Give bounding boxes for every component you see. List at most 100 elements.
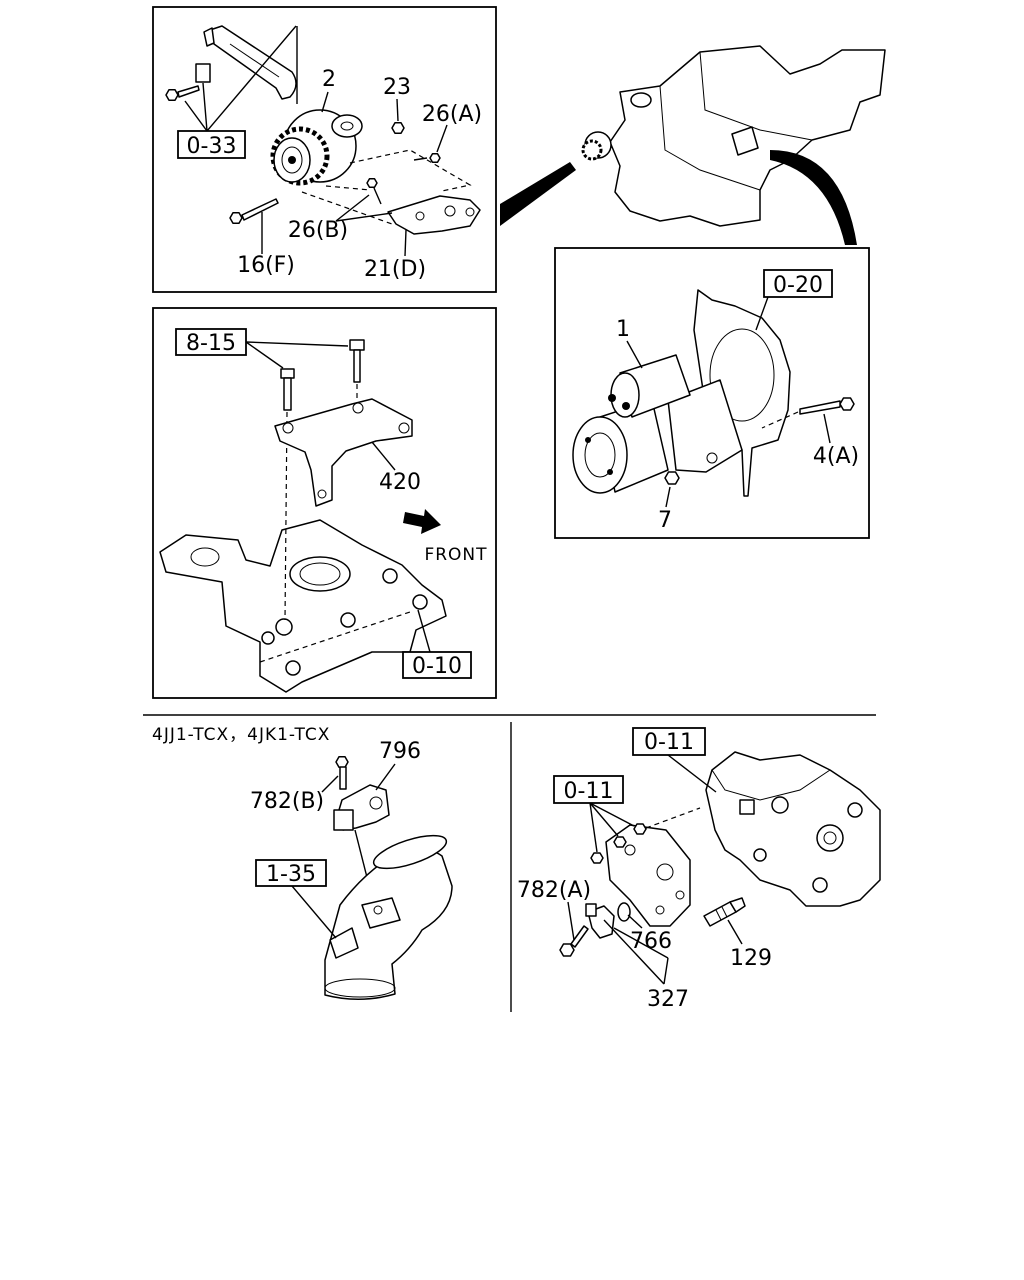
callout-arrow-starter [770,150,857,245]
bolt-782a [559,925,589,957]
engine-oil-cap [630,92,652,108]
ref-0-20: 0-20 [773,273,823,298]
manifold-flange-port [190,547,220,567]
bolt-16f-shaft [241,198,279,221]
ref-0-20-box [763,269,833,298]
leader-26b-a [335,194,370,222]
leader-8-15-b [245,341,349,347]
leader-21d [404,229,407,257]
intake-pipe-body [324,848,453,1000]
intake-pipe-lower-band [324,978,396,998]
strap-clamp [195,63,211,83]
bracket-21d-hole-a [444,205,456,217]
leader-2 [321,91,329,113]
ref-8-15-box [175,328,247,356]
cylinder-head-bore-a [816,824,844,852]
leader-0-11-upper [667,754,717,793]
leader-8-15-a [245,341,284,369]
leader-23 [396,98,399,122]
strap-tab [203,27,215,47]
label-part-327: 327 [647,987,689,1012]
vacuum-pump [331,114,363,138]
ref-0-11-upper: 0-11 [644,730,694,755]
bolt-4a-shaft [799,400,841,415]
leader-26b-b [335,212,393,222]
stud-guide [284,411,288,621]
leader-782b [321,775,339,793]
bracket-420-body [274,398,413,507]
manifold-outlet [289,556,351,592]
starter-panel: 0-20 1 4(A) 7 [554,247,870,539]
engine-block-detail-a [699,51,813,141]
bracket-420 [274,398,413,507]
leader-0-20 [755,296,769,331]
intake-pipe-sensor-port [373,905,383,915]
bracket-420-hole-b [352,402,364,414]
alternator-adjust-strap [203,25,297,100]
leader-420 [371,441,396,471]
engine-overview-sketch [500,45,886,245]
front-label: FRONT [424,545,487,565]
leader-327-c [613,927,669,959]
starter-terminal-a [608,394,616,402]
bracket-panel-frame [152,307,497,699]
manifold-hole-f [261,631,275,645]
bolt-26b-shaft [373,187,382,205]
starter-endcap-ring [584,432,616,478]
cover-bolt-c [633,823,647,835]
label-part-7: 7 [658,508,672,533]
starter-endcap-bolt-b [607,469,613,475]
bolt-782a-shaft [570,925,589,948]
stud-8-15 [280,368,295,411]
sensor-129-threads [715,906,728,921]
leader-129 [727,919,743,945]
manifold-hole-c [412,594,428,610]
engine-variant-heading: 4JJ1-TCX，4JK1-TCX [152,725,330,745]
starter-terminal-b [622,402,630,410]
starter-motor [572,354,743,494]
cylinder-head-sensor-port [739,799,755,815]
bolt-782b-shaft [339,766,347,790]
strap-body [209,25,297,100]
cylinder-head-front [705,751,881,907]
label-part-4a: 4(A) [813,444,859,469]
leader-26a [436,124,448,153]
cover-plate-hole-b [656,863,674,881]
label-part-129: 129 [730,946,772,971]
leader-0-11-lower-b [589,802,619,837]
bracket-21d [387,195,481,235]
ref-0-10: 0-10 [412,654,462,679]
stud-8-15-nut [280,368,295,379]
manifold-outlet-inner [299,562,341,586]
label-part-2: 2 [322,67,336,92]
nut-7 [664,471,680,485]
ref-0-33-leaders [184,25,298,132]
leader-0-11-lower-a [589,802,598,853]
stud-8-15-shaft [283,377,292,411]
cover-plate-hole-c [655,905,665,915]
bolt-16f [229,198,279,224]
cover-plate-hole-d [675,890,685,900]
mount-guide-b [325,185,371,191]
bolt-26a-shaft [413,157,428,161]
cylinder-head-edge [711,769,831,801]
bolt-782a-head [559,943,575,957]
leader-1-35 [291,885,337,939]
cylinder-head-bore-a-inner [823,831,837,845]
bolt-4a [799,397,855,415]
bolt-782b-head [335,756,349,768]
bracket-420-hole-a [282,422,294,434]
nut-23 [391,122,405,134]
strap-bolt-shaft [177,85,200,98]
bolt-26b-head [366,177,378,189]
mount-guide-a [349,149,472,192]
ref-1-35-box [255,859,327,887]
label-part-21d: 21(D) [364,257,426,282]
cylinder-head-boss-d [812,877,828,893]
label-part-1: 1 [616,317,630,342]
starter-solenoid-cap [610,372,640,418]
leader-766 [627,914,643,929]
manifold-hole-e [340,612,356,628]
bracket-420-hole-d [317,489,327,499]
alternator-panel: 0-33 2 23 26(A) 26(B) 16(F) 21(D) [152,6,497,293]
